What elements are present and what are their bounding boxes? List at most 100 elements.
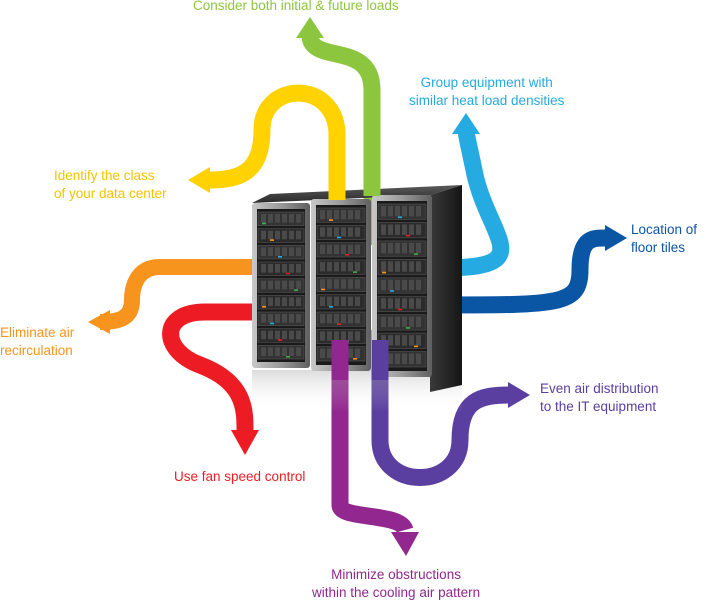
drive-bay <box>409 335 414 346</box>
arrowhead-icon <box>508 382 530 408</box>
drive-bay <box>261 330 266 340</box>
drive-bay <box>355 244 360 254</box>
label-line: Identify the class <box>54 168 155 183</box>
drive-bay <box>402 261 407 272</box>
drive-bay <box>402 298 407 309</box>
drive-bay <box>282 314 287 323</box>
status-led <box>398 308 402 311</box>
status-led <box>337 236 341 239</box>
drive-bay <box>327 210 332 220</box>
drive-bay <box>341 262 346 272</box>
drive-bay <box>268 330 273 340</box>
drive-bay <box>402 353 407 364</box>
drive-bay <box>289 330 294 340</box>
drive-bay <box>275 280 280 290</box>
drive-bay <box>320 262 325 272</box>
drive-bay <box>275 314 280 323</box>
drive-bay <box>296 247 301 256</box>
status-led <box>278 256 282 258</box>
arrow-group-equipment <box>439 113 510 277</box>
label-line: Even air distribution <box>540 381 659 396</box>
drive-bay <box>381 316 386 328</box>
drive-bay <box>275 230 280 240</box>
drive-bay <box>327 244 332 254</box>
drive-bay <box>327 296 332 306</box>
drive-bay <box>289 314 294 323</box>
drive-bay <box>334 244 339 254</box>
drive-bay <box>268 214 273 223</box>
drive-bay <box>268 230 273 240</box>
drive-bay <box>275 264 280 273</box>
drive-bay <box>402 279 407 291</box>
label-group-equipment: Group equipment with similar heat load d… <box>409 74 564 110</box>
drive-bay <box>348 244 353 254</box>
status-led <box>286 356 290 358</box>
arrow-fan-speed <box>162 303 270 455</box>
label-line: Minimize obstructions <box>331 567 461 582</box>
status-led <box>414 345 418 348</box>
drive-bay <box>296 230 301 240</box>
label-line: Use fan speed control <box>174 469 306 484</box>
drive-bay <box>409 279 414 291</box>
label-identify-class: Identify the class of your data center <box>54 167 167 203</box>
drive-bay <box>355 262 360 272</box>
drive-bay <box>348 279 353 289</box>
drive-bay <box>327 227 332 237</box>
drive-bay <box>289 247 294 256</box>
drive-bay <box>320 210 325 220</box>
drive-bay <box>395 335 400 346</box>
status-led <box>329 306 333 308</box>
drive-bay <box>334 331 339 341</box>
drive-bay <box>341 244 346 254</box>
arrowhead-icon <box>391 532 419 556</box>
drive-bay <box>409 206 414 217</box>
drive-bay <box>261 297 266 306</box>
drive-bay <box>355 348 360 358</box>
drive-bay <box>296 347 301 356</box>
drive-bay <box>381 206 386 217</box>
drive-bay <box>275 330 280 340</box>
drive-bay <box>334 279 339 289</box>
drive-bay <box>402 316 407 328</box>
drive-bay <box>334 262 339 272</box>
drive-bay <box>388 279 393 291</box>
drive-bay <box>348 314 353 324</box>
drive-bay <box>395 261 400 272</box>
status-led <box>353 358 357 360</box>
drive-bay <box>416 242 421 254</box>
arrow-consider-loads <box>296 17 381 245</box>
rack-side-panel <box>430 185 462 392</box>
drive-bay <box>402 335 407 346</box>
arrowhead-icon <box>605 225 627 251</box>
drive-bay <box>296 264 301 273</box>
drive-bay <box>268 264 273 273</box>
drive-bay <box>275 214 280 223</box>
drive-bay <box>341 227 346 237</box>
drive-bay <box>388 224 393 235</box>
drive-bay <box>388 261 393 272</box>
drive-bay <box>381 261 386 272</box>
drive-bay <box>395 353 400 364</box>
drive-bay <box>296 214 301 223</box>
arrowhead-icon <box>452 113 480 134</box>
label-line: within the cooling air pattern <box>312 585 481 600</box>
drive-bay <box>261 347 266 356</box>
drive-bay <box>388 298 393 309</box>
drive-bay <box>416 335 421 346</box>
drive-bay <box>327 279 332 289</box>
drive-bay <box>355 210 360 220</box>
label-line: similar heat load densities <box>409 93 565 108</box>
drive-bay <box>388 316 393 328</box>
drive-bay <box>334 210 339 220</box>
drive-bay <box>320 296 325 306</box>
drive-bay <box>296 314 301 323</box>
drive-bay <box>395 298 400 309</box>
drive-bay <box>282 264 287 273</box>
drive-bay <box>275 247 280 256</box>
drive-bay <box>381 224 386 235</box>
drive-bay <box>289 280 294 290</box>
drive-bay <box>348 227 353 237</box>
drive-bay <box>341 210 346 220</box>
drive-bay <box>320 227 325 237</box>
